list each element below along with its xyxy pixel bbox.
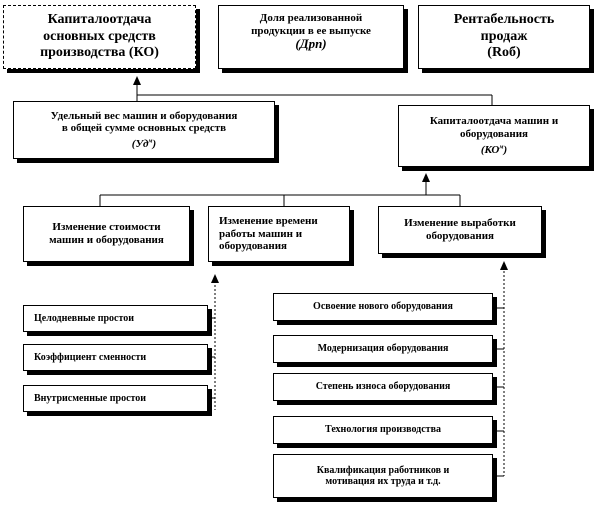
node-line: (Дрп) (295, 36, 327, 52)
node-line: Изменение времени (219, 215, 318, 228)
node-line: оборудования (219, 240, 287, 253)
node-line: основных средств (43, 28, 156, 44)
node-formula-end: ) (503, 144, 508, 157)
node-line: Капиталоотдача машин и (429, 115, 559, 128)
node-line: Доля реализованной (259, 12, 363, 24)
factor-wear-degree: Степень износа оборудования (273, 373, 493, 401)
node-formula-main: (Уд (131, 137, 149, 150)
node-line: (Rоб) (487, 45, 521, 61)
node-output-change: Изменение выработки оборудования (378, 206, 542, 254)
node-formula: (КОм) (481, 144, 507, 157)
node-line: работы машин и (219, 227, 303, 240)
node-capital-productivity: Капиталоотдача основных средств производ… (3, 5, 196, 69)
node-line: оборудования (460, 127, 528, 140)
factor-new-equipment: Освоение нового оборудования (273, 293, 493, 321)
factor-label: Степень износа оборудования (315, 381, 451, 393)
node-line: Капиталоотдача (47, 11, 152, 27)
node-line: в общей сумме основных средств (61, 122, 227, 135)
factor-label: Модернизация оборудования (317, 343, 449, 355)
node-line: производства (КО) (40, 45, 159, 61)
node-cost-change: Изменение стоимости машин и оборудования (23, 206, 190, 262)
node-realized-share: Доля реализованной продукции в ее выпуск… (218, 5, 404, 69)
factor-label: Технология производства (325, 424, 441, 436)
factor-label: Целодневные простои (34, 312, 135, 324)
node-line: продаж (480, 28, 528, 44)
node-line: Изменение стоимости (52, 221, 161, 234)
node-line: машин и оборудования (49, 234, 164, 246)
factor-production-technology: Технология производства (273, 416, 493, 444)
factor-shift-coefficient: Коэффициент сменности (23, 344, 208, 371)
node-equipment-share: Удельный вес машин и оборудования в обще… (13, 101, 275, 159)
node-line: Изменение выработки (404, 217, 516, 230)
factor-label: Квалификация работников и (316, 464, 450, 476)
node-formula-end: ) (152, 137, 157, 150)
node-line: оборудования (426, 230, 494, 242)
factor-qualification-motivation: Квалификация работников и мотивация их т… (273, 454, 493, 498)
factor-modernization: Модернизация оборудования (273, 335, 493, 363)
node-sales-profitability: Рентабельность продаж (Rоб) (418, 5, 590, 69)
factor-label: Внутрисменные простои (34, 392, 147, 404)
factor-full-day-downtime: Целодневные простои (23, 305, 208, 332)
factor-intra-shift-downtime: Внутрисменные простои (23, 385, 208, 412)
node-operating-time-change: Изменение времени работы машин и оборудо… (208, 206, 350, 262)
node-line: Рентабельность (453, 11, 555, 27)
node-formula-main: (КО (480, 144, 500, 157)
node-formula-sup: м (148, 138, 153, 145)
factor-label: мотивация их труда и т.д. (325, 476, 441, 487)
node-formula: (Удм) (132, 138, 156, 151)
node-equipment-productivity: Капиталоотдача машин и оборудования (КОм… (398, 105, 590, 167)
node-line: продукции в ее выпуске (251, 24, 371, 37)
node-line: Удельный вес машин и оборудования (50, 109, 238, 122)
factor-label: Освоение нового оборудования (313, 301, 453, 313)
factor-label: Коэффициент сменности (34, 351, 147, 363)
node-formula-sup: м (499, 144, 504, 151)
